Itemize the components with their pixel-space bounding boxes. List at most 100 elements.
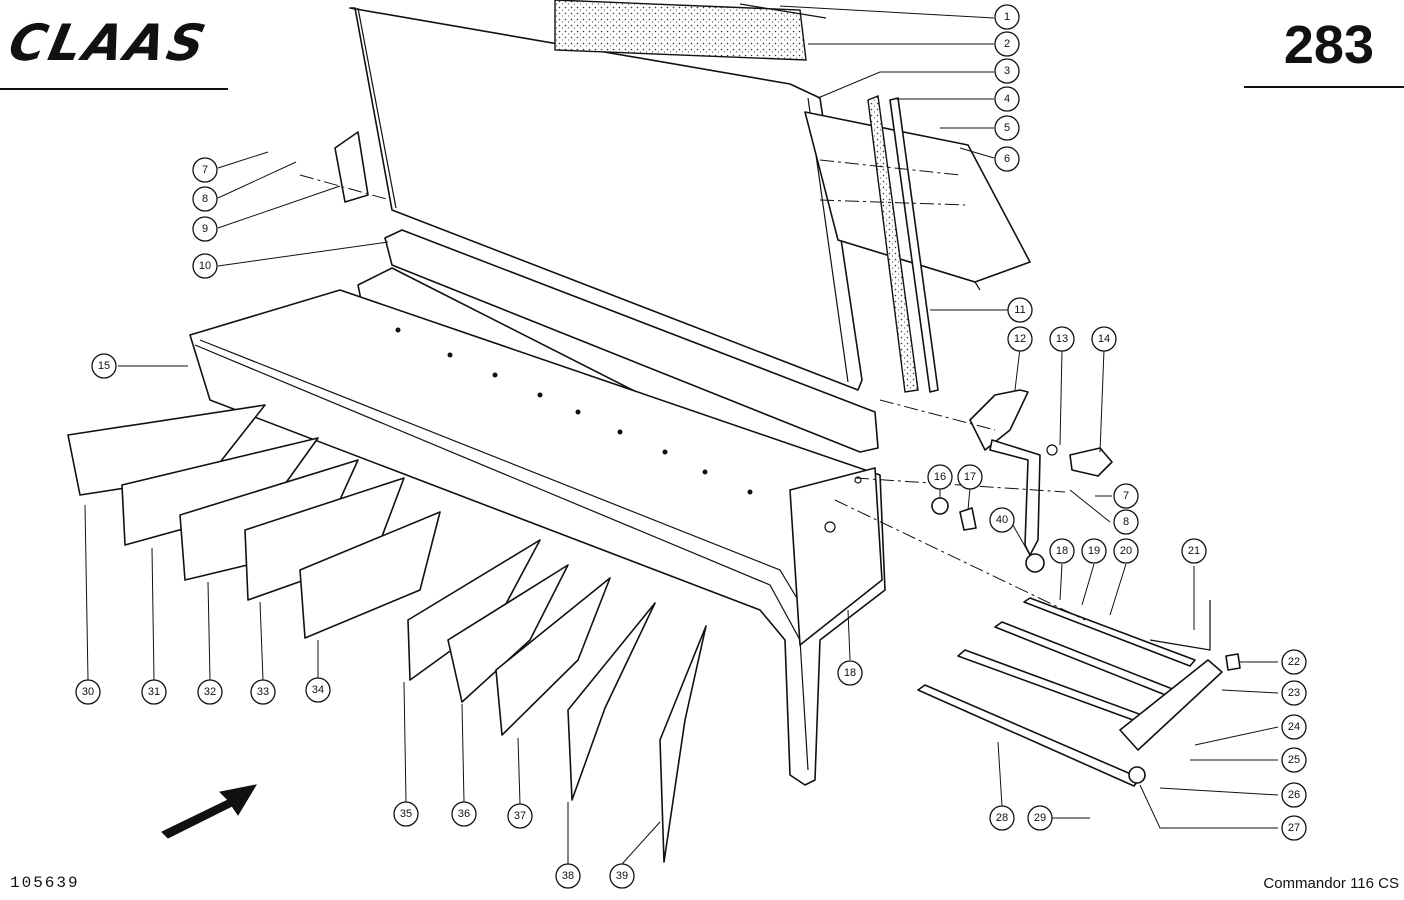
svg-text:25: 25 — [1288, 754, 1300, 766]
svg-text:27: 27 — [1288, 822, 1300, 834]
svg-text:32: 32 — [204, 686, 216, 698]
header-rule-left — [0, 88, 228, 90]
svg-text:37: 37 — [514, 810, 526, 822]
callout-25: 25 — [1281, 747, 1307, 773]
svg-text:20: 20 — [1120, 545, 1132, 557]
side-plate — [804, 111, 1031, 291]
callout-14: 14 — [1091, 326, 1117, 352]
callout-17: 17 — [957, 464, 983, 490]
svg-text:4: 4 — [1004, 93, 1010, 105]
callout-11: 11 — [1007, 297, 1033, 323]
svg-text:35: 35 — [400, 808, 412, 820]
svg-text:22: 22 — [1288, 656, 1300, 668]
callout-7: 7 — [192, 157, 218, 183]
svg-text:21: 21 — [1188, 545, 1200, 557]
svg-text:13: 13 — [1056, 333, 1068, 345]
svg-text:30: 30 — [82, 686, 94, 698]
page-number: 283 — [1283, 15, 1374, 75]
callout-4: 4 — [994, 86, 1020, 112]
svg-text:36: 36 — [458, 808, 470, 820]
callout-7b: 7 — [1113, 483, 1139, 509]
rubber-strip — [554, 0, 827, 61]
svg-text:23: 23 — [1288, 687, 1300, 699]
callout-27: 27 — [1281, 815, 1307, 841]
callout-26: 26 — [1281, 782, 1307, 808]
callout-36: 36 — [451, 801, 477, 827]
svg-text:12: 12 — [1014, 333, 1026, 345]
callout-10: 10 — [192, 253, 218, 279]
callout-34: 34 — [305, 677, 331, 703]
callout-20: 20 — [1113, 538, 1139, 564]
callout-2: 2 — [994, 31, 1020, 57]
callout-18: 18 — [1049, 538, 1075, 564]
svg-text:38: 38 — [562, 870, 574, 882]
svg-text:5: 5 — [1004, 122, 1010, 134]
model-name: Commandor 116 CS — [1263, 875, 1399, 892]
callout-22: 22 — [1281, 649, 1307, 675]
callout-8: 8 — [192, 186, 218, 212]
callout-16: 16 — [927, 464, 953, 490]
svg-text:15: 15 — [98, 360, 110, 372]
svg-text:34: 34 — [312, 684, 324, 696]
callout-31: 31 — [141, 679, 167, 705]
deflector-fins — [67, 404, 707, 863]
svg-text:9: 9 — [202, 223, 208, 235]
svg-text:14: 14 — [1098, 333, 1110, 345]
brand-logo: CLAAS — [3, 14, 214, 72]
callout-40: 40 — [989, 507, 1015, 533]
callout-15: 15 — [91, 353, 117, 379]
svg-text:26: 26 — [1288, 789, 1300, 801]
svg-text:3: 3 — [1004, 65, 1010, 77]
svg-text:1: 1 — [1004, 11, 1010, 23]
tine-set — [917, 597, 1241, 787]
callout-38: 38 — [555, 863, 581, 889]
svg-text:8: 8 — [1123, 516, 1129, 528]
svg-text:33: 33 — [257, 686, 269, 698]
svg-text:39: 39 — [616, 870, 628, 882]
drawing-number: 105639 — [10, 874, 80, 892]
callout-8b: 8 — [1113, 509, 1139, 535]
callout-33: 33 — [250, 679, 276, 705]
callout-30: 30 — [75, 679, 101, 705]
callout-24: 24 — [1281, 714, 1307, 740]
svg-text:6: 6 — [1004, 153, 1010, 165]
hood-panel — [349, 7, 863, 391]
callout-9: 9 — [192, 216, 218, 242]
svg-text:7: 7 — [1123, 490, 1129, 502]
callout-12: 12 — [1007, 326, 1033, 352]
end-plate — [789, 467, 883, 646]
callout-3: 3 — [994, 58, 1020, 84]
callout-13: 13 — [1049, 326, 1075, 352]
callout-5: 5 — [994, 115, 1020, 141]
callout-37: 37 — [507, 803, 533, 829]
callout-32: 32 — [197, 679, 223, 705]
header-rule-right — [1244, 86, 1404, 88]
callout-18b: 18 — [837, 660, 863, 686]
callout-21: 21 — [1181, 538, 1207, 564]
callout-28: 28 — [989, 805, 1015, 831]
leader-lines — [84, 5, 1279, 865]
svg-text:19: 19 — [1088, 545, 1100, 557]
callout-23: 23 — [1281, 680, 1307, 706]
svg-text:29: 29 — [1034, 812, 1046, 824]
svg-text:16: 16 — [934, 471, 946, 483]
svg-text:40: 40 — [996, 514, 1008, 526]
assembly-centerlines — [299, 159, 1086, 621]
svg-text:2: 2 — [1004, 38, 1010, 50]
board-hole-pattern — [395, 327, 753, 495]
svg-text:8: 8 — [202, 193, 208, 205]
svg-text:11: 11 — [1014, 304, 1025, 316]
svg-text:7: 7 — [202, 164, 208, 176]
callout-39: 39 — [609, 863, 635, 889]
strip-bars — [867, 95, 939, 393]
travel-direction-arrow-icon — [161, 784, 258, 839]
svg-text:18: 18 — [844, 667, 856, 679]
callout-35: 35 — [393, 801, 419, 827]
callout-6: 6 — [994, 146, 1020, 172]
svg-text:28: 28 — [996, 812, 1008, 824]
callout-29: 29 — [1027, 805, 1053, 831]
svg-text:10: 10 — [199, 260, 211, 272]
svg-text:18: 18 — [1056, 545, 1068, 557]
svg-text:31: 31 — [148, 686, 160, 698]
